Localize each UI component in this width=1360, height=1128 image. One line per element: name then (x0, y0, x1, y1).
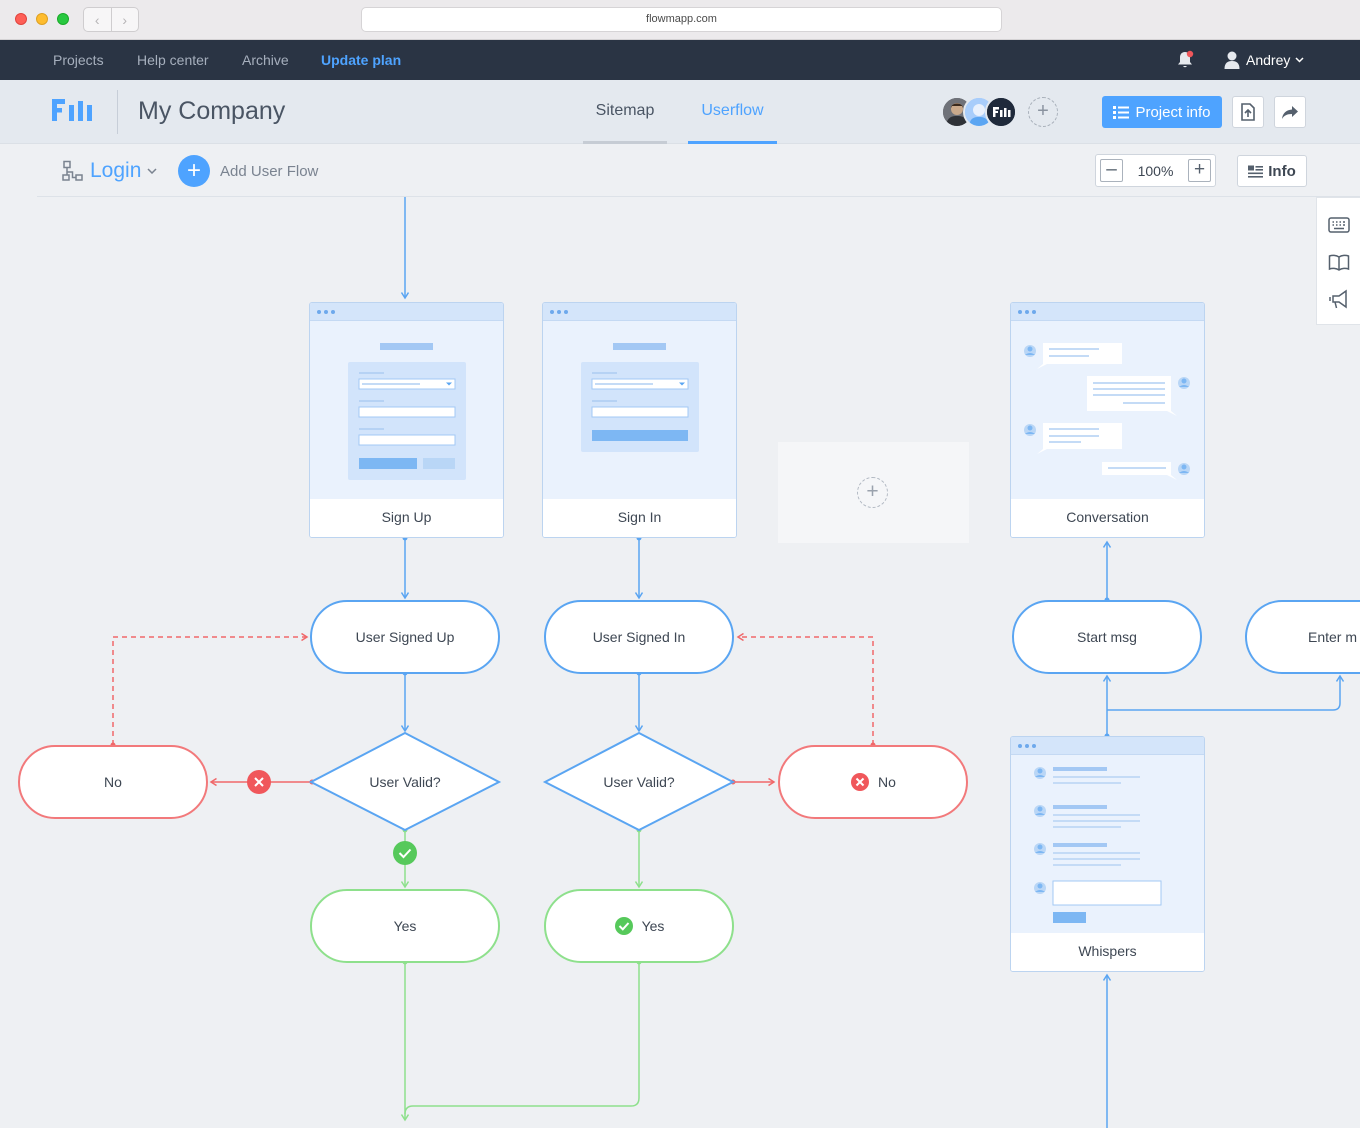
screen-titlebar (1011, 737, 1204, 755)
screen-conversation[interactable]: Conversation (1010, 302, 1205, 538)
top-navigation: Projects Help center Archive Update plan (0, 40, 1360, 80)
window-close-button[interactable] (15, 13, 27, 25)
book-icon[interactable] (1328, 251, 1350, 273)
nav-archive[interactable]: Archive (242, 52, 289, 68)
list-icon (1113, 106, 1130, 119)
bell-icon[interactable] (1175, 50, 1195, 75)
add-user-flow-button[interactable]: + Add User Flow (178, 155, 318, 187)
chevron-down-icon (1295, 57, 1304, 63)
info-label: Info (1268, 162, 1296, 180)
flowmapp-logo-icon (52, 99, 92, 121)
zoom-out-button[interactable]: – (1100, 159, 1123, 182)
event-label: Start msg (1077, 629, 1137, 645)
outcome-no-left[interactable]: No (18, 745, 208, 819)
screen-caption: Sign In (543, 499, 736, 537)
side-panel (1316, 197, 1360, 325)
outcome-label: No (104, 774, 122, 790)
decision-label-left: User Valid? (369, 774, 441, 790)
keyboard-icon[interactable] (1328, 214, 1350, 236)
user-menu[interactable]: Andrey (1223, 50, 1304, 70)
connector-lines (112, 197, 1340, 1128)
screen-whispers[interactable]: Whispers (1010, 736, 1205, 972)
event-enter-msg[interactable]: Enter m (1245, 600, 1360, 674)
info-button[interactable]: Info (1237, 155, 1307, 187)
tab-sitemap[interactable]: Sitemap (583, 80, 667, 144)
project-title: My Company (138, 97, 286, 125)
decision-user-valid-left[interactable] (308, 731, 502, 832)
event-label: User Signed In (592, 629, 686, 645)
plus-icon: + (1193, 159, 1206, 180)
check-icon (614, 917, 633, 935)
export-icon (1241, 103, 1255, 121)
flow-canvas[interactable] (0, 197, 1360, 1128)
toolbar-divider (37, 196, 1360, 197)
nav-projects[interactable]: Projects (53, 52, 104, 68)
minus-icon: – (1106, 159, 1117, 180)
nav-update-plan[interactable]: Update plan (321, 52, 402, 68)
zoom-control: – 100% + (1095, 154, 1216, 187)
event-start-msg[interactable]: Start msg (1012, 600, 1202, 674)
check-icon (393, 841, 417, 865)
outcome-yes-right[interactable]: Yes (544, 889, 734, 963)
outcome-label: No (878, 774, 896, 790)
screen-preview (1011, 321, 1204, 501)
plus-icon: + (178, 155, 210, 187)
back-icon[interactable]: ‹ (84, 8, 112, 31)
header-divider (117, 90, 118, 134)
close-icon (851, 773, 870, 791)
export-button[interactable] (1232, 96, 1264, 128)
list-icon (1248, 165, 1264, 178)
screen-titlebar (543, 303, 736, 321)
tab-userflow[interactable]: Userflow (688, 80, 777, 144)
share-button[interactable] (1274, 96, 1306, 128)
megaphone-icon[interactable] (1328, 288, 1350, 310)
decision-label-right: User Valid? (603, 774, 675, 790)
outcome-yes-left[interactable]: Yes (310, 889, 500, 963)
add-member-button[interactable]: + (1028, 97, 1058, 127)
zoom-level: 100% (1137, 162, 1174, 179)
screen-preview (543, 321, 736, 501)
decision-user-valid-right[interactable] (542, 731, 736, 832)
close-icon (247, 770, 271, 794)
flow-icon (62, 160, 83, 181)
flow-selector[interactable]: Login (62, 158, 157, 184)
event-label: Enter m (1308, 629, 1358, 645)
share-icon (1282, 106, 1298, 119)
forward-icon[interactable]: › (122, 11, 128, 28)
chevron-down-icon (147, 168, 157, 174)
app-logo[interactable] (52, 97, 98, 128)
project-info-button[interactable]: Project info (1102, 96, 1222, 128)
add-screen-placeholder[interactable]: + (778, 442, 969, 543)
add-user-flow-label: Add User Flow (220, 162, 319, 180)
project-info-label: Project info (1135, 103, 1211, 121)
window-zoom-button[interactable] (57, 13, 69, 25)
screen-caption: Sign Up (310, 499, 503, 537)
outcome-label: Yes (641, 918, 665, 934)
screen-preview (1011, 755, 1204, 935)
event-user-signed-up[interactable]: User Signed Up (310, 600, 500, 674)
flow-name: Login (90, 159, 142, 182)
outcome-no-right[interactable]: No (778, 745, 968, 819)
event-user-signed-in[interactable]: User Signed In (544, 600, 734, 674)
screen-titlebar (310, 303, 503, 321)
screen-sign-up[interactable]: Sign Up (309, 302, 504, 538)
zoom-in-button[interactable]: + (1188, 159, 1211, 182)
plus-icon: + (857, 477, 888, 508)
outcome-label: Yes (393, 918, 417, 934)
event-label: User Signed Up (355, 629, 455, 645)
user-icon (1224, 51, 1240, 69)
screen-titlebar (1011, 303, 1204, 321)
screen-preview (310, 321, 503, 501)
url-bar[interactable]: flowmapp.com (361, 7, 1002, 32)
avatar[interactable] (985, 96, 1017, 128)
window-minimize-button[interactable] (36, 13, 48, 25)
screen-caption: Whispers (1011, 933, 1204, 971)
browser-nav-buttons: ‹ › (83, 7, 139, 32)
user-name: Andrey (1246, 52, 1291, 68)
screen-caption: Conversation (1011, 499, 1204, 537)
screen-sign-in[interactable]: Sign In (542, 302, 737, 538)
nav-help-center[interactable]: Help center (137, 52, 209, 68)
